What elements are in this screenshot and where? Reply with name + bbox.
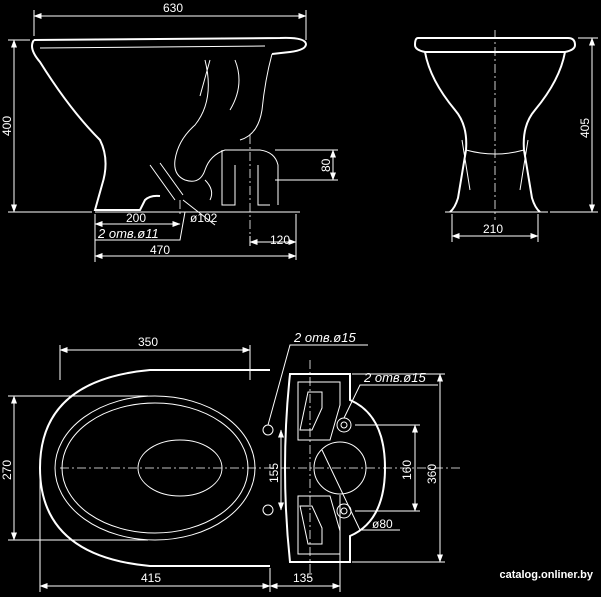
- side-bowl-outline: [31, 36, 308, 211]
- side-dim-470: 470: [150, 243, 170, 257]
- top-hole-right-upper: [336, 417, 352, 433]
- top-rear-plate: [284, 373, 387, 563]
- top-holes-right-label: 2 отв.ø15: [363, 370, 426, 385]
- top-hole-left-lower: [262, 504, 274, 516]
- side-width-630: 630: [163, 1, 183, 15]
- top-dim-350: 350: [138, 335, 158, 349]
- top-outer-outline: [38, 369, 270, 567]
- top-dim-360: 360: [425, 464, 439, 484]
- side-dim-120: 120: [270, 233, 290, 247]
- top-dim-155: 155: [267, 463, 281, 483]
- front-bowl-outline: [413, 37, 577, 213]
- side-dim-102: ø102: [190, 211, 218, 225]
- top-dim-270: 270: [0, 460, 14, 480]
- top-view: 350 270 2 отв.ø15 2 отв.ø15 155 160 360 …: [0, 330, 460, 592]
- front-view: 405 210: [413, 30, 598, 242]
- side-dim-200: 200: [126, 211, 146, 225]
- front-height-405: 405: [578, 118, 592, 138]
- side-height-400: 400: [0, 116, 14, 136]
- side-trap-outline: [174, 53, 279, 205]
- top-dim-160: 160: [400, 460, 414, 480]
- watermark: catalog.onliner.by: [499, 569, 593, 581]
- side-dim-80: 80: [319, 158, 333, 172]
- top-dim-135: 135: [293, 571, 313, 585]
- top-dim-80: ø80: [372, 517, 393, 531]
- top-holes-left-label: 2 отв.ø15: [293, 330, 356, 345]
- side-view: 630 400 80 200 ø102 2 отв.ø11 120 470: [0, 1, 338, 262]
- front-base-210: 210: [483, 222, 503, 236]
- top-outlet-circle: [313, 441, 367, 495]
- side-holes-label: 2 отв.ø11: [97, 226, 159, 241]
- top-hole-left-upper: [262, 424, 274, 436]
- top-dim-415: 415: [141, 571, 161, 585]
